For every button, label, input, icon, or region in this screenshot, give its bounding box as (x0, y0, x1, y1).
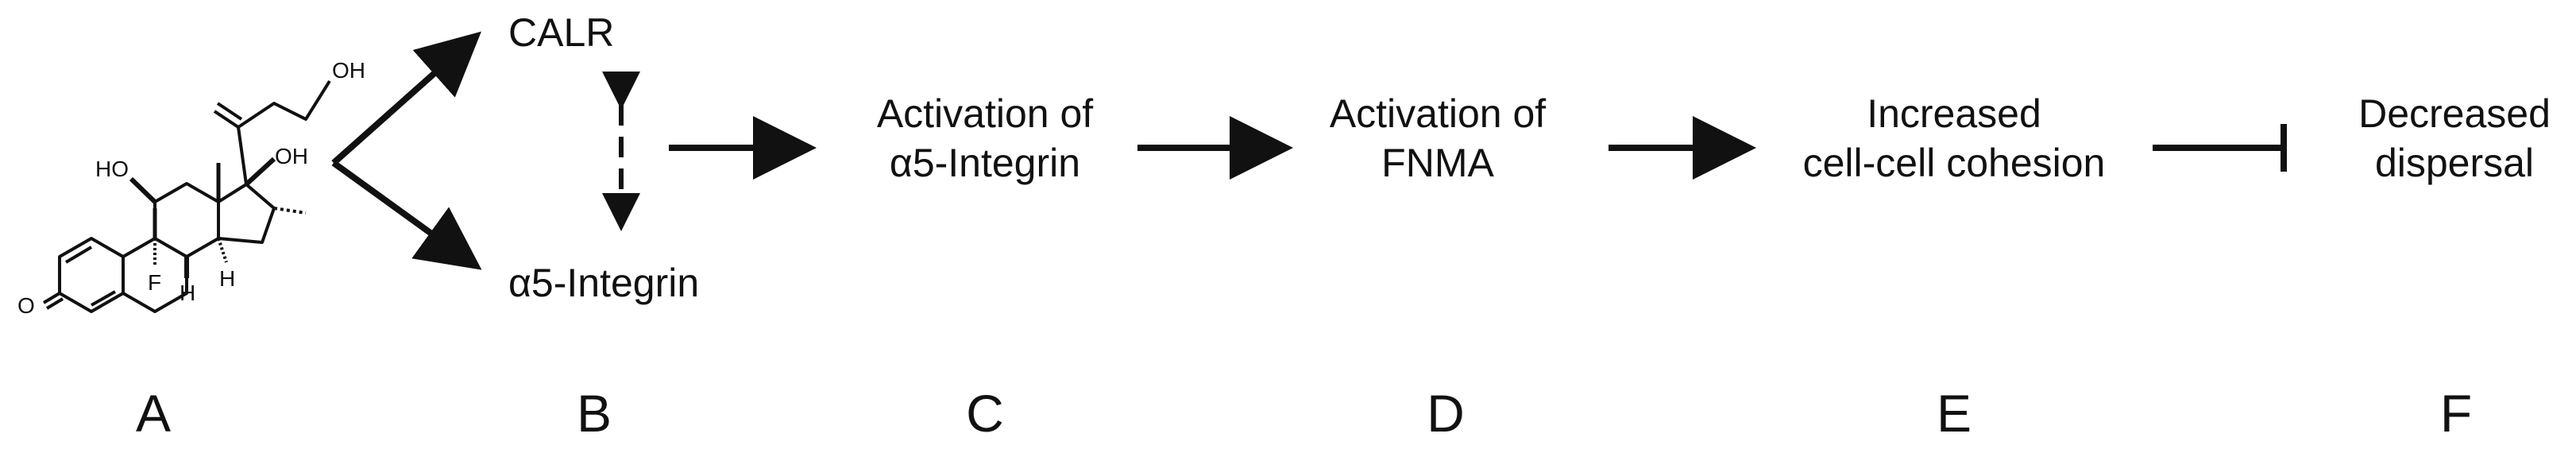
ketone-bond (42, 292, 61, 304)
ring-a (58, 237, 125, 313)
atom-label-c9-f: F (148, 270, 161, 295)
methyl-c16 (273, 207, 307, 215)
atom-label-c17-oh: OH (275, 144, 308, 168)
node-increased-cohesion: Increased cell-cell cohesion (1802, 91, 2106, 185)
side-chain (237, 79, 331, 185)
ring-a-double-bond-2 (91, 290, 116, 307)
c17-oh-bond (244, 157, 276, 187)
node-calr: CALR (508, 10, 615, 55)
atom-labels: O HO F H H OH OH (17, 58, 365, 318)
arrow-a-to-a5-integrin (331, 160, 482, 270)
stage-label-c: C (966, 384, 1004, 443)
atom-label-c11-ho: HO (95, 157, 129, 181)
node-a5-integrin: α5-Integrin (508, 261, 700, 305)
ring-a-double-bond-1 (64, 246, 93, 264)
atom-label-c21-oh: OH (332, 58, 365, 83)
atom-label-c14-h: H (219, 266, 235, 291)
ring-c (153, 182, 220, 258)
steroid-structure (42, 79, 331, 313)
node-activation-a5-integrin: Activation of α5-Integrin (876, 91, 1094, 185)
node-decreased-dispersal: Decreased dispersal (2358, 91, 2551, 185)
atom-label-c8-h: H (180, 281, 195, 305)
ring-d (217, 183, 276, 244)
carbonyl-bond (213, 110, 240, 129)
c14-h-bond (217, 238, 228, 263)
arrow-a-to-calr (331, 31, 481, 165)
stage-label-e: E (1936, 384, 1972, 443)
stage-label-d: D (1427, 384, 1465, 443)
stage-label-a: A (135, 384, 172, 443)
stage-label-b: B (576, 384, 612, 443)
c11-oh-bond (129, 176, 157, 204)
stage-label-f: F (2439, 384, 2473, 443)
node-activation-fnma: Activation of FNMA (1329, 91, 1547, 185)
atom-label-ketone-o: O (17, 293, 35, 318)
